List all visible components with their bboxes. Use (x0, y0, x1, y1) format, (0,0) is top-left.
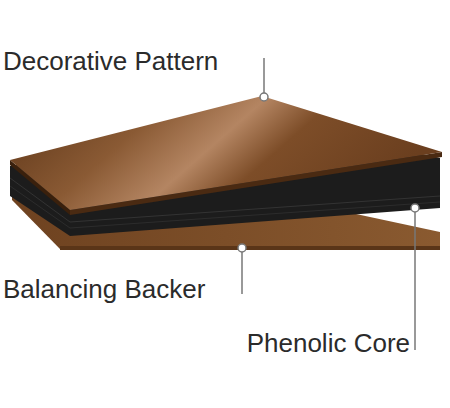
part-label: Phenolic Core (247, 330, 410, 356)
leader-dot (411, 204, 419, 212)
part-label: Balancing Backer (3, 276, 205, 302)
leader-line (263, 58, 265, 95)
backer-edge (60, 246, 440, 250)
leader-line (414, 212, 416, 350)
part-label: Decorative Pattern (3, 48, 218, 74)
top-sheet (10, 96, 442, 210)
leader-line (241, 252, 243, 294)
leader-dot (238, 244, 246, 252)
leader-dot (260, 93, 268, 101)
